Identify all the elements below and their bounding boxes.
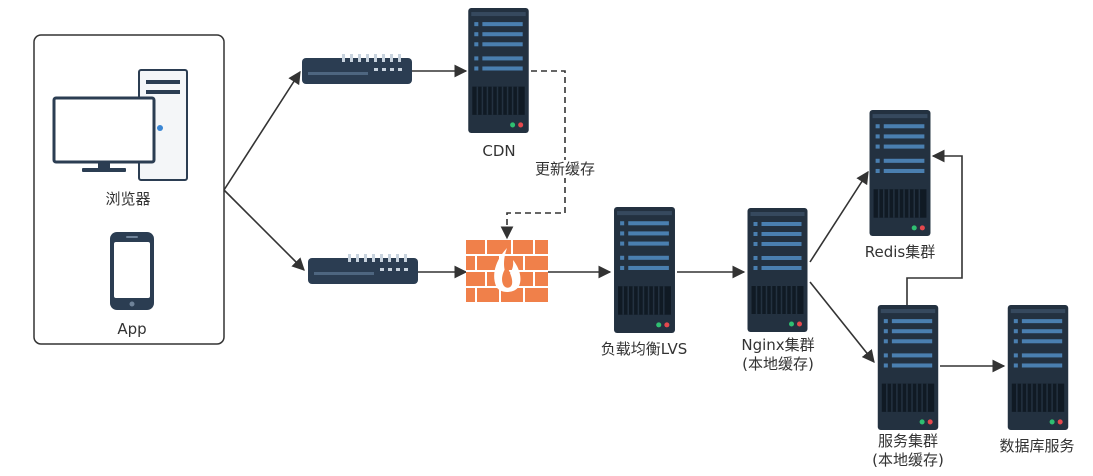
nginx-label: Nginx集群 (741, 336, 815, 354)
smartphone-icon (110, 232, 154, 310)
firewall-icon (466, 240, 548, 302)
redis-label: Redis集群 (864, 243, 936, 261)
edge-client-switch-bottom (223, 189, 305, 271)
service-sublabel: (本地缓存) (872, 451, 944, 469)
nginx-sublabel: (本地缓存) (742, 355, 814, 373)
redis-server-icon (868, 110, 932, 236)
lvs-server-icon (613, 207, 676, 333)
cdn-server-icon (467, 8, 530, 133)
cdn-label: CDN (482, 142, 516, 160)
browser-label: 浏览器 (105, 190, 151, 208)
service-server-icon (876, 305, 940, 430)
edge-cdn-cache-update (500, 70, 566, 240)
database-label: 数据库服务 (999, 437, 1075, 455)
edge-service-redis (906, 149, 963, 305)
network-switch-bottom-icon (308, 254, 418, 284)
network-switch-top-icon (302, 54, 412, 84)
app-label: App (117, 320, 147, 338)
desktop-computer-icon (52, 69, 188, 181)
cache-update-label: 更新缓存 (524, 160, 606, 178)
database-server-icon (1006, 305, 1070, 430)
edge-nginx-service (809, 281, 875, 363)
nginx-server-icon (746, 208, 809, 332)
lvs-label: 负载均衡LVS (600, 340, 688, 358)
edge-nginx-redis (809, 170, 869, 263)
service-label: 服务集群 (877, 432, 938, 450)
edge-client-switch-top (223, 70, 301, 191)
